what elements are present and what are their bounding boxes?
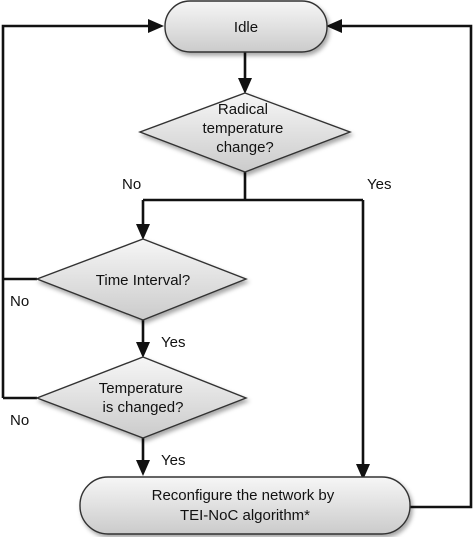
radical-check-line-2: temperature <box>202 120 283 137</box>
node-radical-check: Radical temperature change? <box>138 92 352 173</box>
radical-check-line-1: Radical <box>218 101 268 118</box>
radical-check-line-3: change? <box>216 139 274 156</box>
arrowhead <box>136 342 150 358</box>
edge-left-loop <box>1 24 150 398</box>
svg-text:Temperature is changed?: Temperature is changed? <box>99 380 187 416</box>
temp-yes-label: Yes <box>161 452 185 469</box>
connectors <box>1 19 473 509</box>
arrowhead <box>326 19 342 33</box>
interval-yes-label: Yes <box>161 334 185 351</box>
node-time-interval: Time Interval? <box>35 238 248 321</box>
reconfigure-line-1: Reconfigure the network by <box>152 487 335 504</box>
radical-no-label: No <box>122 176 141 193</box>
svg-text:Radical temperature: Radical temperature change? <box>202 101 287 156</box>
node-temp-changed: Temperature is changed? <box>35 356 248 439</box>
arrowhead <box>136 224 150 240</box>
radical-yes-label: Yes <box>367 176 391 193</box>
time-interval-label: Time Interval? <box>96 272 190 289</box>
edge-reconfigure-to-idle <box>340 24 473 509</box>
temp-changed-line-1: Temperature <box>99 380 183 397</box>
arrowhead <box>238 78 252 94</box>
edge-labels: No Yes No Yes No Yes <box>10 176 391 469</box>
temp-changed-line-2: is changed? <box>103 399 184 416</box>
arrowhead <box>148 19 164 33</box>
node-reconfigure: Reconfigure the network by TEI-NoC algor… <box>79 476 411 535</box>
arrowhead <box>136 460 150 476</box>
reconfigure-line-2: TEI-NoC algorithm* <box>180 507 310 524</box>
idle-label: Idle <box>234 19 258 36</box>
node-idle: Idle <box>164 0 328 53</box>
temp-no-label: No <box>10 412 29 429</box>
arrowhead <box>356 464 370 480</box>
interval-no-label: No <box>10 293 29 310</box>
svg-text:Reconfigure the network by: Reconfigure the network by TEI-NoC algor… <box>152 487 339 524</box>
